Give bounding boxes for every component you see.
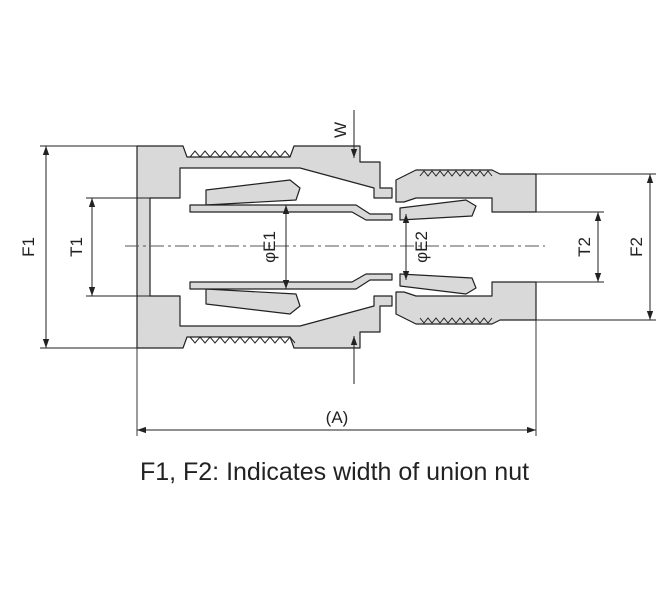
a-label: (A) [326, 408, 349, 427]
w-label: W [331, 122, 350, 138]
left-ferrule-lower [205, 288, 301, 315]
t1-label: T1 [67, 237, 86, 257]
right-ferrule-upper [399, 199, 477, 221]
e1-label: φE1 [260, 231, 279, 263]
center-tube-upper [189, 204, 393, 221]
extension-lines [40, 145, 656, 436]
f2-label: F2 [627, 237, 646, 257]
left-ferrule-upper [205, 179, 301, 206]
center-tube-lower [189, 273, 393, 290]
right-ferrule-lower [399, 273, 477, 295]
f1-label: F1 [19, 237, 38, 257]
right-union-nut-lower [395, 281, 537, 325]
fitting-section [136, 145, 537, 349]
t2-label: T2 [575, 237, 594, 257]
e2-label: φE2 [412, 231, 431, 263]
right-union-nut [395, 169, 537, 213]
caption: F1, F2: Indicates width of union nut [139, 458, 530, 486]
threads [189, 150, 493, 344]
dimension-lines [42, 110, 654, 434]
